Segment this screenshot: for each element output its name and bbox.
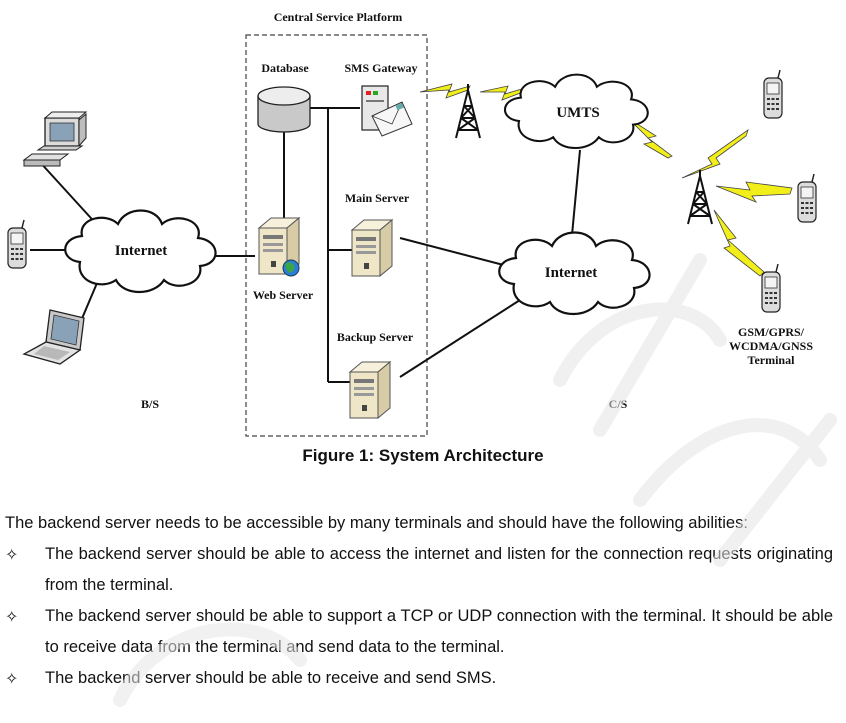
internet-right-label: Internet <box>545 265 598 281</box>
mobile-phone-icon <box>761 263 781 313</box>
database-label: Database <box>261 61 309 75</box>
list-item: ✧ The backend server should be able to s… <box>5 601 833 663</box>
four-point-star-icon: ✧ <box>5 607 19 626</box>
desktop-computer-icon <box>22 111 88 167</box>
backup-server-label: Backup Server <box>337 330 414 344</box>
server-icon <box>349 361 391 419</box>
sms-gateway-label: SMS Gateway <box>345 61 418 75</box>
mobile-phone-icon <box>797 173 817 223</box>
internet-left-label: Internet <box>115 243 168 259</box>
umts-label: UMTS <box>556 105 599 121</box>
lightning-link-icon <box>419 83 793 277</box>
server-icon <box>351 219 393 277</box>
database-icon <box>257 86 311 133</box>
terminal-label-line1: GSM/GPRS/ <box>738 325 805 339</box>
list-item: ✧ The backend server should be able to r… <box>5 663 833 694</box>
intro-paragraph: The backend server needs to be accessibl… <box>5 514 748 532</box>
abilities-list: ✧ The backend server should be able to a… <box>5 539 833 694</box>
sms-gateway-icon <box>361 85 413 137</box>
bs-label: B/S <box>141 397 159 411</box>
central-service-platform-boundary <box>245 34 428 437</box>
laptop-icon <box>22 309 85 365</box>
list-item-text: The backend server should be able to rec… <box>45 669 497 687</box>
radio-tower-icon <box>687 169 713 225</box>
list-item-text: The backend server should be able to acc… <box>45 545 833 594</box>
web-server-label: Web Server <box>253 288 314 302</box>
terminal-label-line3: Terminal <box>748 353 796 367</box>
terminal-label-line2: WCDMA/GNSS <box>729 339 813 353</box>
body-text: The backend server needs to be accessibl… <box>5 508 833 694</box>
cs-label: C/S <box>609 397 628 411</box>
main-server-label: Main Server <box>345 191 410 205</box>
platform-label: Central Service Platform <box>274 10 403 24</box>
figure-caption: Figure 1: System Architecture <box>302 446 544 465</box>
four-point-star-icon: ✧ <box>5 545 19 564</box>
list-item: ✧ The backend server should be able to a… <box>5 539 833 601</box>
four-point-star-icon: ✧ <box>5 669 19 688</box>
connection-lines <box>30 107 581 383</box>
mobile-phone-icon <box>763 69 783 119</box>
mobile-phone-icon <box>7 219 27 269</box>
list-item-text: The backend server should be able to sup… <box>45 607 833 656</box>
system-architecture-diagram: Central Service Platform Database SMS Ga… <box>7 10 817 437</box>
